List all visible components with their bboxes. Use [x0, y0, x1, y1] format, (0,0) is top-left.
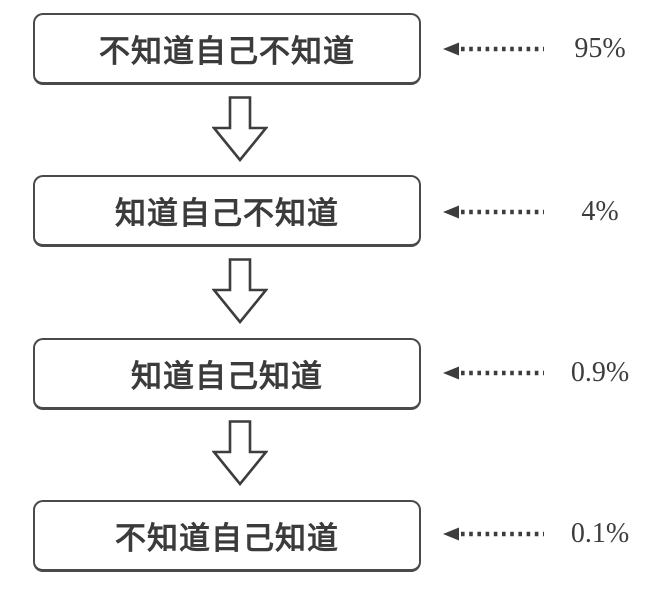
level-box-4: 不知道自己知道 — [33, 500, 421, 572]
level-box-1: 不知道自己不知道 — [33, 13, 421, 85]
level-label-1: 不知道自己不知道 — [99, 34, 355, 69]
percent-value-2: 4% — [581, 196, 619, 227]
percent-value-3: 0.9% — [570, 357, 630, 388]
down-arrow-icon — [212, 96, 268, 162]
percent-value-1: 95% — [574, 33, 626, 64]
level-label-4: 不知道自己知道 — [115, 521, 339, 556]
level-box-3: 知道自己知道 — [33, 338, 421, 410]
percent-annotation-4: 0.1% — [443, 514, 655, 554]
percent-annotation-3: 0.9% — [443, 353, 655, 393]
down-arrow-icon — [212, 420, 268, 486]
down-arrow-icon — [212, 258, 268, 324]
level-box-2: 知道自己不知道 — [33, 175, 421, 247]
percent-value-4: 0.1% — [570, 518, 630, 549]
percent-annotation-2: 4% — [443, 192, 655, 232]
percent-annotation-1: 95% — [443, 29, 655, 69]
dotted-left-arrow-icon — [443, 42, 544, 56]
level-label-2: 知道自己不知道 — [115, 196, 339, 231]
level-label-3: 知道自己知道 — [131, 359, 323, 394]
dotted-left-arrow-icon — [443, 527, 544, 541]
dotted-left-arrow-icon — [443, 205, 544, 219]
dotted-left-arrow-icon — [443, 366, 544, 380]
